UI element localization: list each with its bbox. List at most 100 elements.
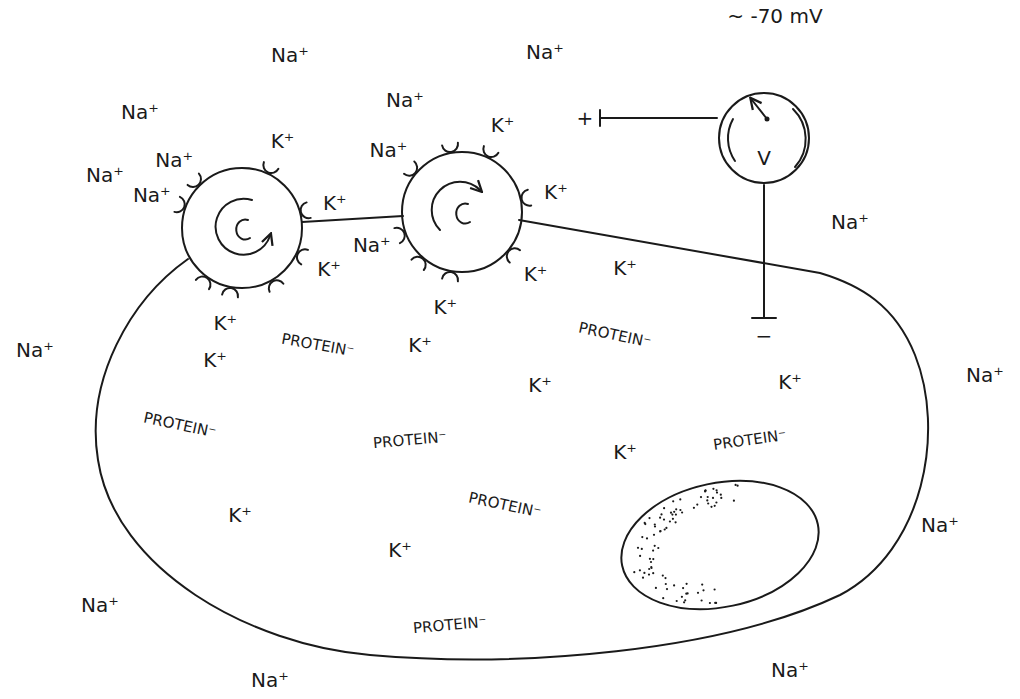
ion-label: K⁺ (203, 348, 227, 372)
ion-label: K⁺ (388, 538, 412, 562)
voltmeter-dial: V (717, 91, 811, 185)
stipple-dot (712, 497, 714, 499)
ion-label: Na⁺ (251, 668, 289, 692)
stipple-dot (641, 548, 643, 550)
stipple-dot (714, 505, 716, 507)
ion-label: K⁺ (434, 295, 458, 319)
stipple-dot (664, 528, 666, 530)
binding-site (222, 288, 238, 297)
binding-sites (174, 143, 531, 298)
stipple-dot (659, 530, 661, 532)
stipple-dot (672, 500, 674, 502)
rotation-symbol (456, 204, 470, 224)
stipple-dot (714, 588, 716, 590)
dial-needle (752, 100, 767, 119)
stipple-dot (701, 599, 703, 601)
stipple-dot (702, 589, 704, 591)
stipple-dot (687, 592, 689, 594)
stipple-dot (716, 492, 718, 494)
binding-site (412, 257, 426, 270)
stipple-dot (657, 547, 659, 549)
protein-anion: PROTEIN⁻ (577, 319, 653, 352)
ion-label: K⁺ (613, 440, 637, 464)
rotation-arrow (432, 182, 480, 230)
stipple-dot (654, 523, 656, 525)
dial-scale (728, 119, 735, 161)
ion-label: K⁺ (524, 262, 548, 286)
binding-site (394, 228, 404, 243)
ion-label: Na⁺ (133, 183, 171, 207)
stipple-dot (643, 572, 645, 574)
stipple-dot (659, 517, 661, 519)
stipple-dot (663, 507, 665, 509)
stipple-dot (704, 489, 706, 491)
stipple-dot (639, 555, 641, 557)
stipple-dot (737, 485, 739, 487)
stipple-dot (735, 484, 737, 486)
ion-label: Na⁺ (271, 43, 309, 67)
ion-label: K⁺ (528, 373, 552, 397)
stipple-dot (659, 530, 661, 532)
stipple-dot (633, 571, 635, 573)
stipple-dot (666, 588, 668, 590)
stipple-dot (675, 514, 677, 516)
stipple-dot (653, 534, 655, 536)
stipple-dot (671, 514, 673, 516)
binding-site (174, 197, 184, 212)
ion-label: K⁺ (544, 180, 568, 204)
stipple-dot (710, 506, 712, 508)
stipple-dot (663, 519, 665, 521)
stipple-dot (650, 567, 652, 569)
stipple-dot (712, 488, 714, 490)
ion-label: Na⁺ (921, 513, 959, 537)
ion-label: Na⁺ (16, 338, 54, 362)
dial-scale (793, 109, 806, 167)
stipple-dot (676, 600, 678, 602)
terminal-sign: + (577, 106, 594, 130)
rotation-arrow (216, 199, 270, 255)
stipple-dot (670, 512, 672, 514)
stipple-dot (650, 566, 652, 568)
stipple-dot (697, 592, 699, 594)
stipple-dot (707, 496, 709, 498)
cell-membrane: K⁺PROTEIN⁻PROTEIN⁻K⁺K⁺K⁺K⁺PROTEIN⁻PROTEI… (80, 200, 950, 675)
needle-pivot (765, 117, 770, 122)
binding-site (483, 146, 498, 157)
voltmeter-lead (600, 110, 717, 126)
protein-anion: PROTEIN⁻ (142, 409, 218, 442)
voltmeter-dial-outline (717, 91, 811, 185)
stipple-dot (665, 583, 667, 585)
stipple-dot (660, 513, 662, 515)
membrane-line (302, 216, 403, 222)
ion-label: K⁺ (408, 333, 432, 357)
binding-site (269, 280, 284, 291)
stipple-dot (733, 500, 735, 502)
stipple-dot (679, 498, 681, 500)
stipple-dot (706, 499, 708, 501)
stipple-dot (637, 547, 639, 549)
protein-anion: PROTEIN⁻ (712, 426, 787, 454)
stipple-dot (679, 509, 681, 511)
stipple-dot (715, 602, 717, 604)
stipple-dot (700, 496, 702, 498)
binding-site (507, 248, 520, 262)
stipple-dot (652, 550, 654, 552)
binding-site (442, 272, 458, 281)
stipple-dot (675, 508, 677, 510)
stipple-dot (642, 577, 644, 579)
voltage-reading: ~ -70 mV (727, 4, 822, 28)
dial-circle (719, 93, 809, 183)
stipple-dot (704, 490, 706, 492)
terminal-sign: − (756, 324, 773, 348)
stipple-dot (720, 494, 722, 496)
ion-label: K⁺ (228, 503, 252, 527)
protein-anion: PROTEIN⁻ (467, 489, 543, 522)
stipple-dot (681, 511, 683, 513)
ion-label: K⁺ (323, 191, 347, 215)
pump-circle (402, 152, 522, 272)
stipple-dot (655, 587, 657, 589)
stipple-dot (681, 596, 683, 598)
ion-label: K⁺ (271, 129, 295, 153)
